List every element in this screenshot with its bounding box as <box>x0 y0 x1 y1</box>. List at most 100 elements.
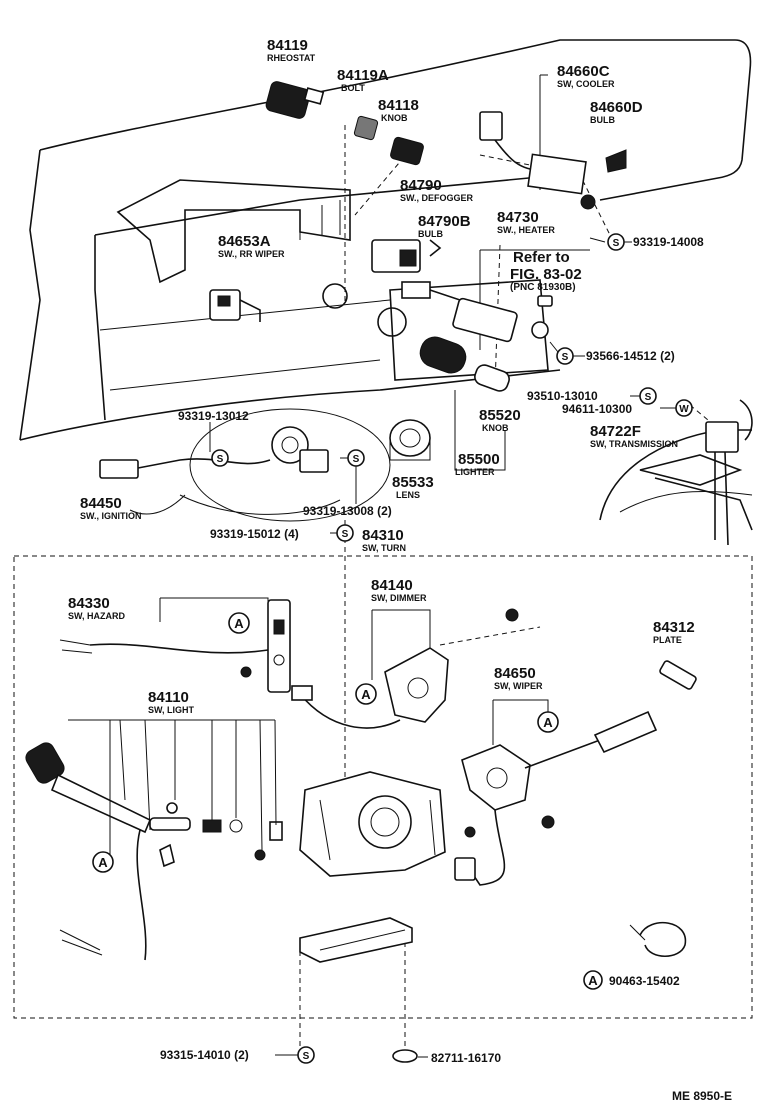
code-93319-13012: 93319-13012 S <box>178 409 249 467</box>
code-94611-10300: 94611-10300 W <box>562 399 693 417</box>
part-name: SW, HAZARD <box>68 611 125 621</box>
label-84310: 84310 SW, TURN <box>362 527 406 553</box>
part-name: SW, TRANSMISSION <box>590 439 678 449</box>
code-82711-16170: 82711-16170 <box>431 1051 501 1065</box>
code-marker: S <box>562 352 569 363</box>
code-marker: A <box>588 973 598 988</box>
part-name: SW., DEFOGGER <box>400 193 474 203</box>
label-84119a: 84119A BOLT <box>337 67 389 93</box>
ignition-switch-sketch <box>99 408 391 522</box>
part-number: 85533 <box>392 474 434 491</box>
code-text: 93315-14010 (2) <box>160 1048 249 1062</box>
label-84730: 84730 SW., HEATER <box>497 209 555 235</box>
turn-switch-assembly-frame <box>13 555 753 1019</box>
part-number: 84312 <box>653 619 695 636</box>
code-text: 93319-13008 (2) <box>303 504 392 518</box>
callout-marker-wiper: A <box>537 711 559 733</box>
label-84650: 84650 SW, WIPER <box>494 665 543 691</box>
part-number: 84660C <box>557 63 610 80</box>
part-number: 84140 <box>371 577 413 594</box>
lighter-sketch <box>419 336 510 471</box>
part-number: 84790 <box>400 177 442 194</box>
part-name: SW, LIGHT <box>148 705 195 715</box>
clamp-sketch <box>629 921 687 958</box>
figure-id: ME 8950-E <box>672 1089 732 1103</box>
label-84312: 84312 PLATE <box>653 619 695 645</box>
label-84118: 84118 KNOB <box>378 97 419 123</box>
part-name: SW, COOLER <box>557 79 615 89</box>
code-text: 93566-14512 (2) <box>586 349 675 363</box>
label-84140: 84140 SW, DIMMER <box>371 577 427 603</box>
reference-note: Refer to FIG. 83-02 (PNC 81930B) <box>510 249 582 293</box>
instrument-panel-outline <box>19 39 752 441</box>
part-name: BOLT <box>341 83 365 93</box>
part-name: LENS <box>396 490 420 500</box>
part-name: SW., HEATER <box>497 225 555 235</box>
part-number: 84110 <box>148 689 189 706</box>
callout-letter: A <box>543 715 553 730</box>
code-93319-15012: 93319-15012 (4) S <box>210 524 354 542</box>
callout-marker-dimmer: A <box>355 683 377 705</box>
washer-sketch <box>392 1049 418 1063</box>
code-text: 93319-14008 <box>633 235 704 249</box>
reference-line-2: FIG. 83-02 <box>510 266 582 283</box>
code-90463-15402: A 90463-15402 <box>583 970 680 990</box>
part-name: SW., RR WIPER <box>218 249 285 259</box>
lens-sketch <box>389 419 431 461</box>
part-name: LIGHTER <box>455 467 495 477</box>
part-name: RHEOSTAT <box>267 53 316 63</box>
turn-switch-body-sketch <box>299 771 446 877</box>
label-84653a: 84653A SW., RR WIPER <box>218 233 285 259</box>
part-name: SW., IGNITION <box>80 511 142 521</box>
part-name: KNOB <box>482 423 509 433</box>
wiper-switch-sketch <box>454 710 658 886</box>
part-number: 84660D <box>590 99 643 116</box>
part-number: 84730 <box>497 209 539 226</box>
part-number: 84330 <box>68 595 110 612</box>
light-switch-sketch <box>25 719 283 961</box>
part-name: SW, TURN <box>362 543 406 553</box>
part-number: 85520 <box>479 407 521 424</box>
part-name: BULB <box>418 229 443 239</box>
code-93319-13008: S 93319-13008 (2) <box>303 449 392 518</box>
label-85500: 85500 LIGHTER <box>455 451 500 477</box>
hazard-switch-sketch <box>59 599 291 693</box>
code-marker: S <box>303 1051 310 1062</box>
label-84790b: 84790B BULB <box>418 213 471 239</box>
part-number: 84310 <box>362 527 404 544</box>
code-marker: S <box>353 454 360 465</box>
callout-letter: A <box>98 855 108 870</box>
label-84660c: 84660C SW, COOLER <box>557 63 615 89</box>
code-marker: S <box>613 238 620 249</box>
code-marker: S <box>217 454 224 465</box>
part-number: 84790B <box>418 213 471 230</box>
part-name: BULB <box>590 115 615 125</box>
label-84330: 84330 SW, HAZARD <box>68 595 125 621</box>
code-text: 93319-13012 <box>178 409 249 423</box>
code-marker: S <box>342 529 349 540</box>
label-85520: 85520 KNOB <box>479 407 521 433</box>
part-name: SW, WIPER <box>494 681 543 691</box>
rheostat-sketch <box>265 81 424 166</box>
label-84450: 84450 SW., IGNITION <box>80 495 142 521</box>
code-93510-13010: 93510-13010 S <box>527 387 657 405</box>
part-name: SW, DIMMER <box>371 593 427 603</box>
callout-marker-hazard: A <box>228 612 250 634</box>
code-93319-14008: S 93319-14008 <box>607 233 704 251</box>
callout-letter: A <box>234 616 244 631</box>
part-number: 84650 <box>494 665 536 682</box>
part-number: 85500 <box>458 451 500 468</box>
part-number: 84119A <box>337 67 389 84</box>
code-93315-14010: 93315-14010 (2) S <box>160 1046 315 1064</box>
code-text: 93319-15012 (4) <box>210 527 299 541</box>
label-84660d: 84660D BULB <box>590 99 643 125</box>
code-text: 82711-16170 <box>431 1051 501 1065</box>
part-number: 84653A <box>218 233 271 250</box>
cooler-switch-sketch <box>479 111 627 210</box>
code-text: 90463-15402 <box>609 974 680 988</box>
code-text: 93510-13010 <box>527 389 598 403</box>
code-marker: W <box>679 404 689 415</box>
part-number: 84450 <box>80 495 122 512</box>
code-text: 94611-10300 <box>562 402 632 416</box>
code-marker: S <box>645 392 652 403</box>
